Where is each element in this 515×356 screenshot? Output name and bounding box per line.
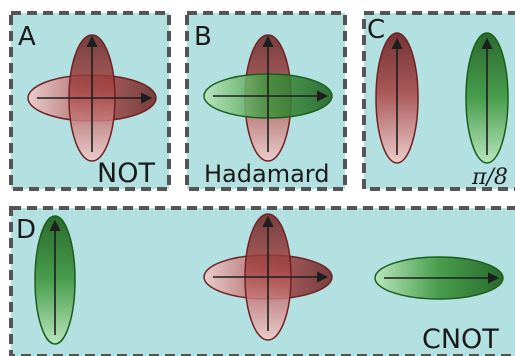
panel-b: B Hadamard bbox=[185, 11, 347, 191]
panel-c-gate-label: π/8 bbox=[471, 165, 508, 190]
panel-a-letter: A bbox=[18, 22, 36, 52]
panel-d: D CNOT bbox=[9, 206, 515, 356]
panel-b-letter: B bbox=[194, 22, 212, 52]
panel-c-letter: C bbox=[367, 15, 385, 45]
panel-b-gate-label: Hadamard bbox=[204, 160, 329, 188]
panel-d-letter: D bbox=[16, 215, 36, 245]
panel-d-gate-label: CNOT bbox=[422, 324, 499, 355]
panel-a: A NOT bbox=[9, 11, 171, 191]
panel-c: C π/8 bbox=[362, 11, 515, 191]
panel-a-gate-label: NOT bbox=[97, 158, 155, 189]
